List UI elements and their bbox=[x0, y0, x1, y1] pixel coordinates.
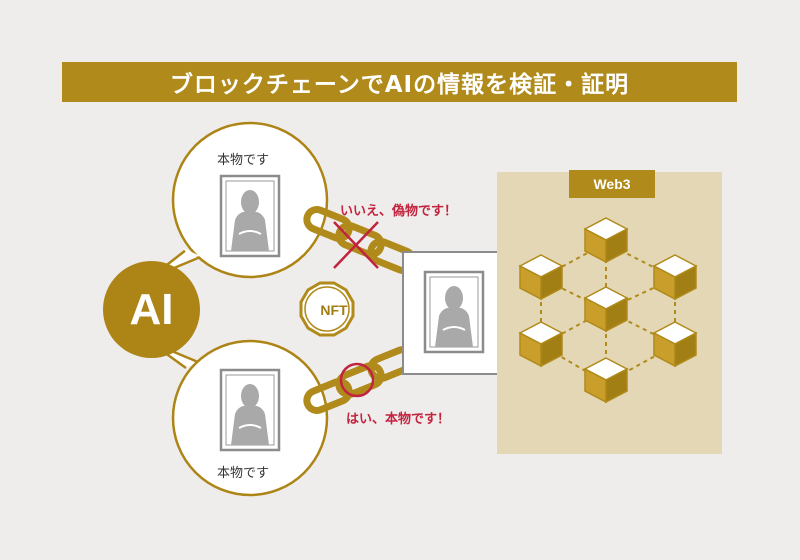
web3-label: Web3 bbox=[569, 170, 655, 198]
portrait-icon bbox=[219, 368, 281, 452]
ai-badge: AI bbox=[103, 261, 200, 358]
bubble-top-label: 本物です bbox=[217, 153, 270, 168]
check-circle-icon bbox=[339, 362, 375, 398]
ai-label: AI bbox=[129, 284, 174, 334]
cross-mark-icon bbox=[333, 221, 379, 269]
nft-badge-icon bbox=[299, 281, 355, 337]
chain-icon bbox=[303, 206, 417, 274]
real-response-label: はい、本物です！ bbox=[346, 412, 451, 427]
portrait-icon bbox=[219, 174, 281, 258]
nft-label: NFT bbox=[320, 302, 348, 318]
portrait-icon bbox=[423, 270, 485, 354]
page-title: ブロックチェーンでAIの情報を検証・証明 bbox=[169, 72, 630, 98]
title-banner: ブロックチェーンでAIの情報を検証・証明 bbox=[62, 62, 737, 102]
fake-response-label: いいえ、偽物です！ bbox=[340, 204, 458, 219]
bubble-bottom-label: 本物です bbox=[217, 466, 270, 481]
